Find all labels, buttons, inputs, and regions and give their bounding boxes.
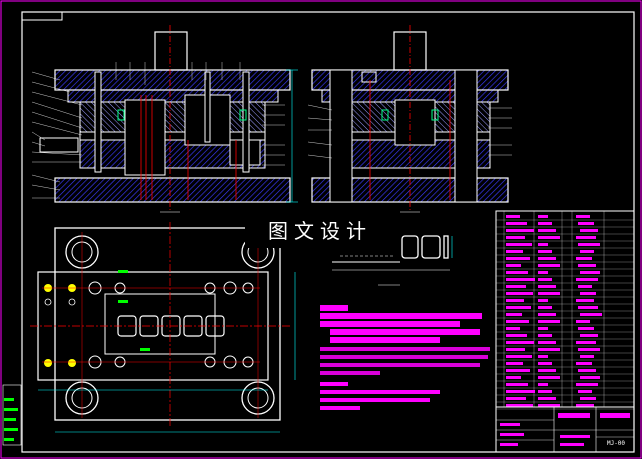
- bom-material-cell: [538, 383, 548, 386]
- bom-name-cell: [506, 285, 526, 288]
- bom-name-cell: [506, 327, 520, 330]
- bom-name-cell: [506, 362, 523, 365]
- technical-notes: [320, 305, 490, 410]
- bom-material-cell: [538, 271, 548, 274]
- bom-name-cell: [506, 313, 522, 316]
- bom-note-cell: [578, 390, 592, 393]
- bom-note-cell: [576, 362, 592, 365]
- bom-material-cell: [538, 327, 548, 330]
- bom-note-cell: [580, 292, 596, 295]
- revision-strip: [2, 384, 22, 446]
- plan-view: [30, 222, 296, 433]
- bom-note-cell: [578, 306, 598, 309]
- bill-of-materials-table: [495, 210, 635, 410]
- bom-material-cell: [538, 376, 560, 379]
- bom-material-cell: [538, 355, 548, 358]
- bom-name-cell: [506, 257, 530, 260]
- bom-note-cell: [578, 285, 592, 288]
- bom-note-cell: [580, 313, 602, 316]
- product-detail-view: [332, 235, 453, 286]
- bom-note-cell: [576, 341, 596, 344]
- bom-name-cell: [506, 334, 527, 337]
- bom-note-cell: [580, 334, 598, 337]
- bom-name-cell: [506, 383, 528, 386]
- bom-name-cell: [506, 236, 525, 239]
- bom-note-cell: [578, 369, 596, 372]
- bom-name-cell: [506, 306, 531, 309]
- bom-note-cell: [576, 299, 594, 302]
- bom-material-cell: [538, 229, 556, 232]
- bom-material-cell: [538, 397, 556, 400]
- bom-material-cell: [538, 285, 556, 288]
- bom-note-cell: [580, 397, 596, 400]
- bom-name-cell: [506, 404, 533, 407]
- bom-material-cell: [538, 222, 552, 225]
- bom-material-cell: [538, 278, 552, 281]
- bom-note-cell: [578, 264, 596, 267]
- bom-note-cell: [578, 243, 600, 246]
- bom-name-cell: [506, 278, 535, 281]
- bom-material-cell: [538, 369, 556, 372]
- bom-material-cell: [538, 306, 552, 309]
- bom-material-cell: [538, 320, 560, 323]
- bom-note-cell: [580, 355, 594, 358]
- bom-name-cell: [506, 271, 528, 274]
- drawing-number: MJ-00: [606, 440, 626, 447]
- bom-name-cell: [506, 264, 521, 267]
- bom-name-cell: [506, 320, 529, 323]
- side-section-view: [307, 25, 512, 213]
- bom-name-cell: [506, 390, 535, 393]
- bom-name-cell: [506, 376, 521, 379]
- bom-note-cell: [576, 320, 590, 323]
- front-section-view: [31, 25, 298, 213]
- bom-material-cell: [538, 334, 552, 337]
- bom-note-cell: [576, 278, 598, 281]
- bom-name-cell: [506, 355, 532, 358]
- bom-material-cell: [538, 264, 560, 267]
- bom-name-cell: [506, 299, 524, 302]
- bom-material-cell: [538, 215, 548, 218]
- bom-name-cell: [506, 222, 527, 225]
- bom-name-cell: [506, 250, 523, 253]
- bom-material-cell: [538, 299, 548, 302]
- bom-note-cell: [578, 222, 594, 225]
- bom-note-cell: [578, 327, 594, 330]
- bom-material-cell: [538, 341, 556, 344]
- bom-name-cell: [506, 369, 530, 372]
- bom-name-cell: [506, 397, 526, 400]
- bom-material-cell: [538, 236, 560, 239]
- bom-note-cell: [580, 229, 598, 232]
- bom-material-cell: [538, 243, 548, 246]
- bom-name-cell: [506, 243, 532, 246]
- bom-name-cell: [506, 348, 525, 351]
- bom-note-cell: [576, 236, 596, 239]
- bom-name-cell: [506, 229, 534, 232]
- bom-name-cell: [506, 292, 533, 295]
- bom-note-cell: [580, 250, 594, 253]
- watermark-text: 图文设计: [245, 214, 395, 248]
- bom-note-cell: [576, 257, 592, 260]
- bom-note-cell: [580, 376, 600, 379]
- bom-material-cell: [538, 348, 560, 351]
- bom-name-cell: [506, 341, 534, 344]
- title-block: [495, 406, 635, 453]
- bom-note-cell: [576, 215, 590, 218]
- corner-tag: [21, 11, 63, 21]
- bom-material-cell: [538, 257, 556, 260]
- bom-material-cell: [538, 292, 560, 295]
- bom-note-cell: [580, 271, 600, 274]
- bom-note-cell: [576, 383, 598, 386]
- bom-material-cell: [538, 390, 552, 393]
- bom-note-cell: [578, 348, 600, 351]
- bom-material-cell: [538, 313, 556, 316]
- bom-material-cell: [538, 362, 552, 365]
- bom-name-cell: [506, 215, 520, 218]
- bom-material-cell: [538, 250, 552, 253]
- bom-material-cell: [538, 404, 560, 407]
- bom-note-cell: [576, 404, 594, 407]
